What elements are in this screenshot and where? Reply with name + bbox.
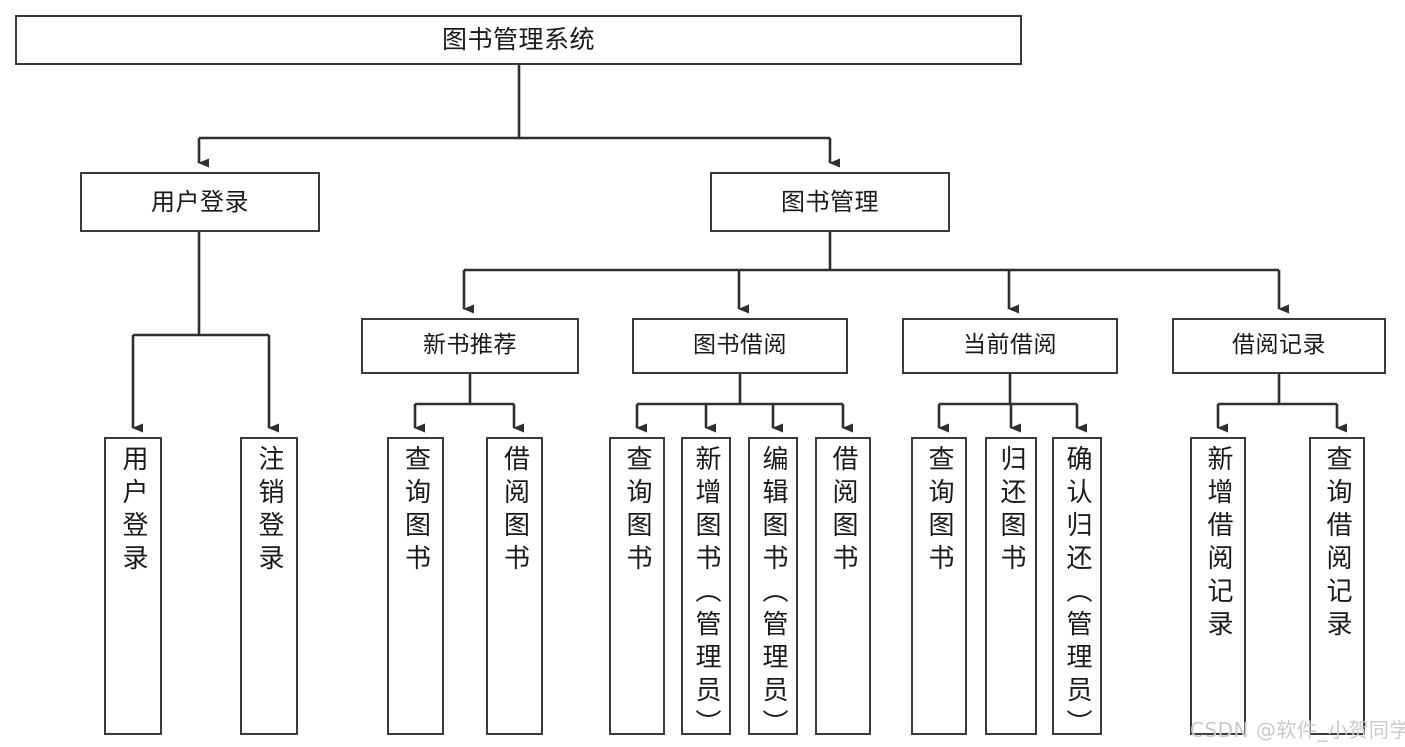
node-current-borrow[interactable]: 当前借阅 bbox=[902, 318, 1118, 374]
node-confirm-return-admin-label: 确认归还（管理员） bbox=[1062, 445, 1092, 742]
node-user-login-label: 用户登录 bbox=[151, 187, 249, 216]
node-query-books-borrow-label: 查询图书 bbox=[622, 445, 652, 577]
node-query-borrow-record[interactable]: 查询借阅记录 bbox=[1309, 437, 1365, 735]
node-logout-login-leaf[interactable]: 注销登录 bbox=[240, 437, 298, 735]
node-borrow-book-action-label: 借阅图书 bbox=[828, 445, 858, 577]
node-query-books-recommend[interactable]: 查询图书 bbox=[387, 437, 444, 735]
node-borrow-record-label: 借阅记录 bbox=[1232, 332, 1326, 359]
node-add-borrow-record[interactable]: 新增借阅记录 bbox=[1190, 437, 1246, 735]
node-query-borrow-record-label: 查询借阅记录 bbox=[1322, 445, 1352, 643]
node-edit-book-admin-label: 编辑图书（管理员） bbox=[758, 445, 788, 742]
node-user-login[interactable]: 用户登录 bbox=[80, 172, 320, 232]
node-borrow-books-recommend-label: 借阅图书 bbox=[499, 445, 530, 577]
node-new-book-recommend-label: 新书推荐 bbox=[423, 332, 517, 359]
node-user-login-leaf[interactable]: 用户登录 bbox=[104, 437, 162, 735]
node-book-management-label: 图书管理 bbox=[781, 187, 879, 216]
node-borrow-record[interactable]: 借阅记录 bbox=[1172, 318, 1386, 374]
node-query-books-borrow[interactable]: 查询图书 bbox=[609, 437, 665, 735]
node-book-management[interactable]: 图书管理 bbox=[710, 172, 950, 232]
node-book-borrow-label: 图书借阅 bbox=[693, 332, 787, 359]
node-root[interactable]: 图书管理系统 bbox=[15, 15, 1022, 65]
node-current-borrow-label: 当前借阅 bbox=[963, 332, 1057, 359]
node-borrow-book-action[interactable]: 借阅图书 bbox=[815, 437, 871, 735]
node-add-book-admin-label: 新增图书（管理员） bbox=[691, 445, 721, 742]
node-return-book[interactable]: 归还图书 bbox=[985, 437, 1037, 735]
node-new-book-recommend[interactable]: 新书推荐 bbox=[361, 318, 579, 374]
node-root-label: 图书管理系统 bbox=[441, 25, 595, 55]
node-borrow-books-recommend[interactable]: 借阅图书 bbox=[486, 437, 543, 735]
node-query-books-recommend-label: 查询图书 bbox=[400, 445, 431, 577]
node-add-book-admin[interactable]: 新增图书（管理员） bbox=[681, 437, 731, 742]
node-return-book-label: 归还图书 bbox=[996, 445, 1026, 577]
node-confirm-return-admin[interactable]: 确认归还（管理员） bbox=[1052, 437, 1102, 742]
node-query-books-current[interactable]: 查询图书 bbox=[911, 437, 967, 735]
node-user-login-leaf-label: 用户登录 bbox=[118, 445, 148, 577]
node-add-borrow-record-label: 新增借阅记录 bbox=[1203, 445, 1233, 643]
node-query-books-current-label: 查询图书 bbox=[924, 445, 954, 577]
node-logout-login-leaf-label: 注销登录 bbox=[254, 445, 284, 577]
node-book-borrow[interactable]: 图书借阅 bbox=[632, 318, 848, 374]
node-edit-book-admin[interactable]: 编辑图书（管理员） bbox=[748, 437, 798, 742]
csdn-watermark: CSDN @软件_小贺同学 bbox=[1190, 718, 1405, 742]
